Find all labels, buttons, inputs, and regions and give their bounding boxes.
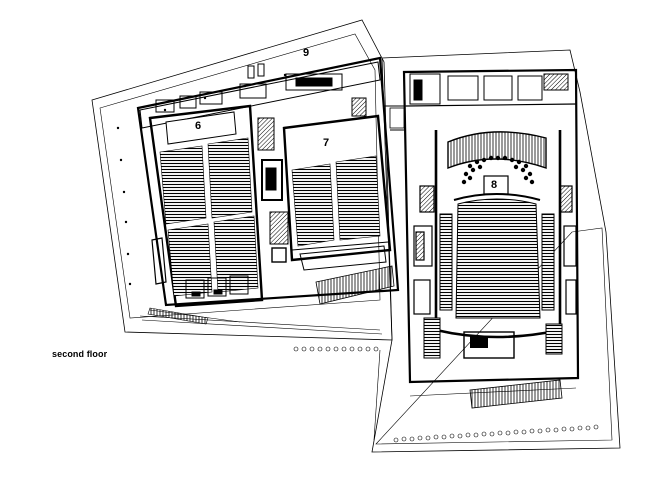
- right-side-services: [413, 185, 577, 315]
- room-label-9: 9: [303, 47, 310, 59]
- left-wing: [91, 19, 400, 341]
- left-wing-outer-boundary: [91, 19, 393, 341]
- right-edge-line: [373, 349, 381, 441]
- right-wing-building-outline: [402, 68, 580, 384]
- right-stair-2: [545, 323, 563, 355]
- right-top-service-rooms: [409, 73, 569, 105]
- service-rooms-bottom: [185, 275, 249, 299]
- right-wing-outer-boundary: [371, 49, 621, 453]
- foyer-line: [405, 103, 577, 107]
- room-label-6: 6: [195, 120, 202, 132]
- hall-8-rear-core: [470, 336, 488, 348]
- ramp-dark-strip: [147, 307, 209, 325]
- service-rooms-top: [155, 63, 367, 117]
- right-stair: [423, 317, 441, 359]
- right-terrace-steps: [469, 379, 563, 409]
- hall-core: [257, 117, 289, 263]
- hall-8-stalls: [455, 198, 541, 319]
- hall-8-side-box-left: [439, 213, 453, 311]
- bottom-column-circles: [293, 346, 599, 443]
- hall-7-seating-block: [335, 155, 381, 241]
- hall-6-stage: [165, 111, 237, 145]
- right-wing-terrace-edge: [375, 227, 613, 445]
- hall-6-seating-block: [213, 215, 259, 293]
- hall-7-lobby: [299, 245, 387, 271]
- hall-8-choir-seats: [461, 155, 535, 185]
- right-wing: [293, 49, 621, 453]
- right-terrace-line: [409, 387, 577, 397]
- hall-8-stage-shell: [447, 131, 547, 170]
- hall-6-balcony-side: [151, 237, 167, 285]
- hall-6: [148, 104, 264, 308]
- hall-8-stalls-front-edge: [453, 193, 541, 201]
- hall-8-rear-foyer: [463, 331, 515, 359]
- left-terrace-steps: [315, 265, 395, 305]
- hall-8: [434, 130, 562, 359]
- room-label-8: 8: [491, 179, 498, 191]
- hall-8-side-box-right: [541, 213, 555, 311]
- wing-connector: [384, 105, 406, 131]
- room-label-7: 7: [323, 137, 330, 149]
- hall-7: [282, 114, 392, 271]
- hall-7-seating-block: [291, 163, 335, 247]
- floor-label: second floor: [52, 349, 108, 359]
- hall-6-seating-block: [159, 145, 207, 225]
- hall-6-seating-block: [207, 137, 253, 219]
- hall-6-seating-block: [167, 223, 213, 297]
